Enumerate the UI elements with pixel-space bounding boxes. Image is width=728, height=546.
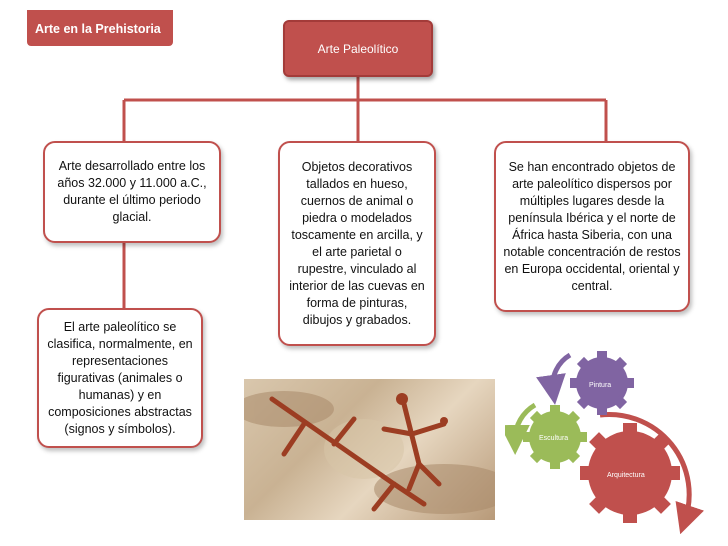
root-node: Arte Paleolítico [283, 20, 433, 77]
box-middle-text: Objetos decorativos tallados en hueso, c… [289, 159, 425, 327]
box-right-text: Se han encontrado objetos de arte paleol… [503, 159, 681, 293]
cave-painting-image [244, 379, 495, 520]
box-middle: Objetos decorativos tallados en hueso, c… [278, 141, 436, 346]
gears-cycle: Arquitectura Escultura Pin [505, 351, 704, 535]
arquitectura-arrow [599, 411, 704, 535]
box-bottom-left: El arte paleolítico se clasifica, normal… [37, 308, 203, 448]
section-tag: Arte en la Prehistoria [27, 10, 173, 46]
box-right: Se han encontrado objetos de arte paleol… [494, 141, 690, 312]
box-left: Arte desarrollado entre los años 32.000 … [43, 141, 221, 243]
pintura-gear: Pintura [570, 351, 634, 415]
gear-label-arquitectura: Arquitectura [607, 472, 645, 479]
arquitectura-gear: Arquitectura [580, 423, 680, 523]
gear-label-pintura: Pintura [589, 382, 611, 389]
gear-label-escultura: Escultura [539, 435, 568, 442]
box-bottom-left-text: El arte paleolítico se clasifica, normal… [47, 319, 193, 436]
root-title: Arte Paleolítico [317, 41, 399, 56]
escultura-gear: Escultura [523, 405, 587, 469]
pintura-arrow [536, 352, 572, 405]
box-left-text: Arte desarrollado entre los años 32.000 … [57, 159, 207, 224]
escultura-arrow [505, 402, 537, 455]
